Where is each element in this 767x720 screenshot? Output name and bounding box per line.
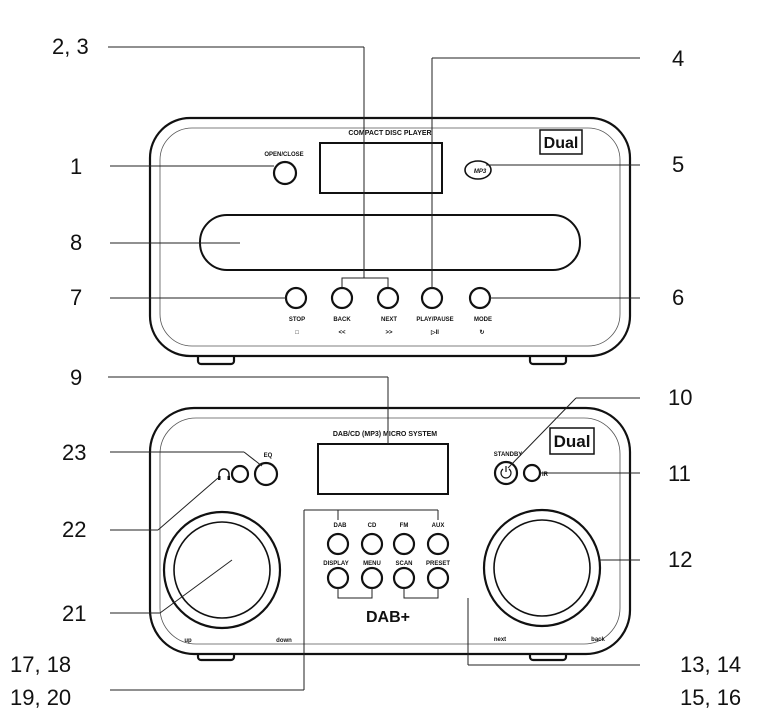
- mp3-logo-icon: MP3: [464, 160, 492, 180]
- callout-22: 22: [62, 517, 86, 542]
- eq-button[interactable]: [253, 461, 279, 487]
- ir-sensor: [522, 463, 542, 483]
- next-symbol-icon: >>: [385, 330, 393, 336]
- callout-19-20: 19, 20: [10, 685, 71, 710]
- fm-button[interactable]: [392, 532, 416, 556]
- callout-21: 21: [62, 601, 86, 626]
- aux-label: AUX: [432, 523, 445, 529]
- cd-housing-inner: [159, 127, 621, 347]
- eq-label: EQ: [264, 453, 273, 459]
- play-pause-symbol-icon: ▷II: [430, 329, 439, 336]
- callout-7: 7: [70, 285, 82, 310]
- scan-label: SCAN: [395, 561, 412, 567]
- cd-brand-box: [539, 129, 583, 155]
- leader-lines: [108, 46, 640, 691]
- next-label: NEXT: [381, 317, 397, 323]
- ms-brand-box: [549, 427, 595, 455]
- tuning-next-label: next: [494, 637, 506, 643]
- stop-symbol-icon: □: [295, 330, 299, 336]
- mode-label: MODE: [474, 317, 492, 323]
- callout-2-3: 2, 3: [52, 34, 89, 59]
- back-label: BACK: [333, 317, 351, 323]
- open-close-label: OPEN/CLOSE: [264, 152, 303, 158]
- mode-button[interactable]: [468, 286, 492, 310]
- callout-9: 9: [70, 365, 82, 390]
- headphone-jack[interactable]: [230, 464, 250, 484]
- standby-label: STANDBY: [494, 452, 523, 458]
- back-button[interactable]: [330, 286, 354, 310]
- ms-brand-logo: Dual: [554, 432, 591, 451]
- volume-up-label: up: [184, 638, 192, 644]
- stop-button[interactable]: [284, 286, 308, 310]
- headphone-icon: [218, 468, 230, 480]
- callout-13-14: 13, 14: [680, 652, 741, 677]
- open-close-button[interactable]: [272, 160, 298, 186]
- callout-1: 1: [70, 154, 82, 179]
- mode-symbol-icon: ↻: [479, 329, 484, 336]
- callout-17-18: 17, 18: [10, 652, 71, 677]
- preset-button[interactable]: [426, 566, 450, 590]
- preset-label: PRESET: [426, 561, 450, 567]
- svg-text:MP3: MP3: [474, 169, 487, 175]
- play-pause-label: PLAY/PAUSE: [416, 317, 453, 323]
- volume-knob-inner: [173, 521, 271, 619]
- cd-header-label: COMPACT DISC PLAYER: [348, 130, 431, 137]
- dab-button[interactable]: [326, 532, 350, 556]
- cd-brand-logo: Dual: [544, 135, 579, 152]
- back-symbol-icon: <<: [338, 330, 346, 336]
- aux-button[interactable]: [426, 532, 450, 556]
- disc-slot: [199, 214, 581, 271]
- micro-system-unit: DAB/CD (MP3) MICRO SYSTEM Dual EQ STANDB…: [148, 406, 632, 662]
- fm-label: FM: [400, 523, 409, 529]
- tuning-knob[interactable]: [482, 508, 602, 628]
- callout-5: 5: [672, 152, 684, 177]
- next-button[interactable]: [376, 286, 400, 310]
- callout-4: 4: [672, 46, 684, 71]
- callout-11: 11: [668, 461, 691, 486]
- dab-label: DAB: [334, 523, 348, 529]
- standby-button[interactable]: [493, 460, 519, 486]
- callout-10: 10: [668, 385, 692, 410]
- cd-display: [319, 142, 443, 194]
- display-label: DISPLAY: [323, 561, 348, 567]
- play-pause-button[interactable]: [420, 286, 444, 310]
- ms-header-label: DAB/CD (MP3) MICRO SYSTEM: [333, 431, 437, 438]
- callout-6: 6: [672, 285, 684, 310]
- volume-knob[interactable]: [162, 510, 282, 630]
- ir-label: IR: [542, 472, 549, 478]
- scan-button[interactable]: [392, 566, 416, 590]
- callout-12: 12: [668, 547, 692, 572]
- menu-label: MENU: [363, 561, 381, 567]
- menu-button[interactable]: [360, 566, 384, 590]
- cd-label: CD: [368, 523, 377, 529]
- tuning-knob-inner: [493, 519, 591, 617]
- power-icon: [500, 466, 512, 479]
- volume-down-label: down: [276, 638, 292, 644]
- ms-housing-inner: [159, 417, 621, 645]
- cd-player-unit: COMPACT DISC PLAYER Dual MP3 OPEN/CLOSE …: [148, 116, 632, 366]
- tuning-back-label: back: [591, 637, 605, 643]
- callout-23: 23: [62, 440, 86, 465]
- dab-plus-logo: DAB+: [366, 609, 410, 626]
- callout-8: 8: [70, 230, 82, 255]
- callout-15-16: 15, 16: [680, 685, 741, 710]
- cd-button[interactable]: [360, 532, 384, 556]
- stop-label: STOP: [289, 317, 305, 323]
- display-button[interactable]: [326, 566, 350, 590]
- callout-labels: 2, 3 4 1 5 8 7 6 9 10 23 11 22 12 21 13,…: [10, 34, 741, 710]
- ms-display: [317, 443, 449, 495]
